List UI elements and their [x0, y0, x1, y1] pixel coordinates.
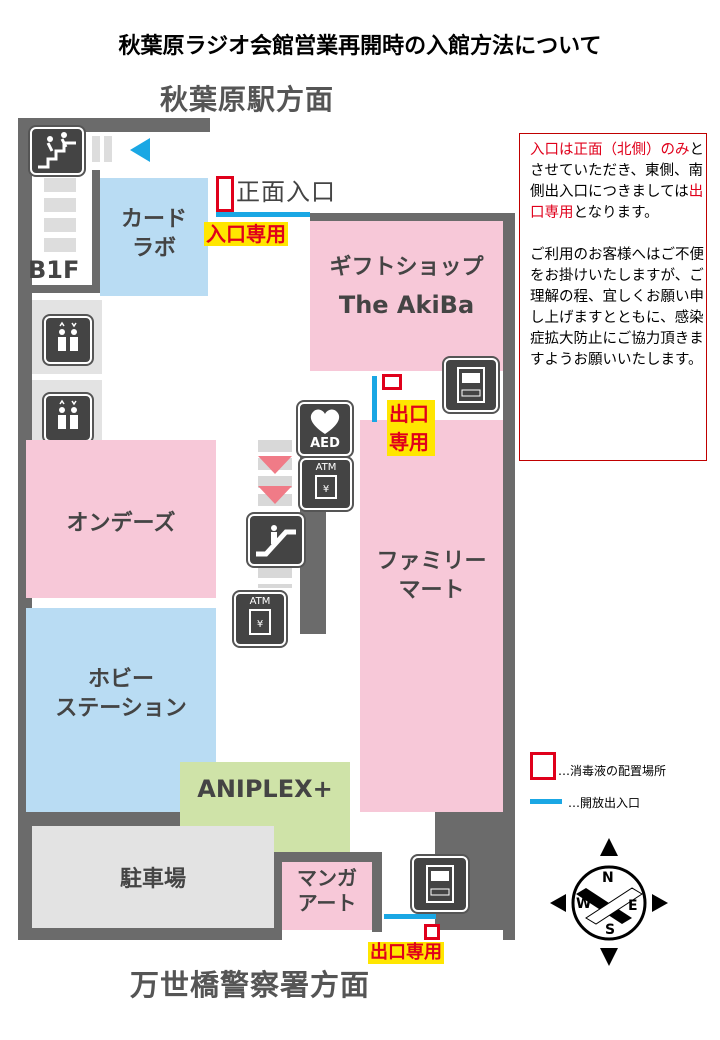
stair-wall [92, 170, 100, 292]
store-gift-shop [310, 221, 503, 371]
notice-box: 入口は正面（北側）のみとさせていただき、東側、南側出入口につきましては出口専用と… [519, 133, 707, 461]
triangle-down-icon [258, 456, 292, 474]
atm-label: ATM [315, 462, 337, 473]
svg-text:¥: ¥ [323, 484, 329, 495]
stairs-icon [30, 127, 84, 175]
atm-icon: ATM ¥ [234, 592, 286, 646]
compass-w: W [576, 896, 592, 912]
atm-label: ATM [249, 596, 271, 607]
atm-icon: ATM ¥ [300, 458, 352, 510]
open-door-east [372, 376, 377, 422]
open-door-north [216, 212, 310, 217]
notice-body-2: となります。 [573, 205, 659, 221]
vending-machine-icon [412, 856, 468, 912]
store-card-lab-label: カード ラボ [120, 207, 187, 261]
legend-disinfectant-swatch [530, 752, 556, 780]
aed-label: AED [310, 436, 340, 451]
floor-map: B1F カード ラボ ギフトショップ The AkiBa オンデーズ ファミリー… [18, 118, 515, 964]
entrance-label: 正面入口 [236, 178, 336, 206]
outer-wall-north-right [310, 213, 515, 221]
stair-wall-bottom [24, 285, 100, 293]
arrow-left-icon [130, 138, 150, 162]
exit-only-tag-east: 出口専用 [387, 400, 435, 456]
store-ondes [26, 440, 216, 598]
svg-text:¥: ¥ [257, 619, 263, 630]
escalator-icon [248, 514, 304, 566]
notice-body-1: とさせていただき、東側、南側出入口につきましては [530, 142, 704, 200]
store-gift-shop-label: ギフトショップ [329, 255, 484, 280]
store-manga-art [282, 862, 372, 930]
stairs [30, 168, 90, 284]
parking-label: 駐車場 [119, 867, 186, 892]
notice-paragraph-2: ご利用のお客様へはご不便をお掛けいたしますが、ご理解の程、宜しくお願い申し上げま… [530, 247, 704, 368]
store-manga-art-label: マンガ アート [297, 866, 357, 915]
store-aniplex-label: ANIPLEX+ [197, 775, 333, 803]
store-hobby-station-label: ホビー ステーション [55, 667, 187, 721]
outer-wall-east [503, 213, 515, 940]
notice-exit-only-text: 出口専用 [530, 184, 704, 221]
store-ondes-label: オンデーズ [66, 511, 176, 536]
parking-area [32, 826, 274, 928]
notice-entrance-text: 入口は正面（北側） [530, 142, 661, 158]
inner-wall-s [274, 812, 282, 940]
disinfectant-marker-east [382, 374, 402, 390]
outer-wall-south [18, 928, 276, 940]
aed-icon: AED [298, 402, 352, 456]
store-familymart-ext [362, 680, 442, 812]
legend-open-door-swatch [530, 799, 562, 804]
disinfectant-marker-entrance [216, 176, 234, 212]
triangle-down-icon [258, 486, 292, 504]
store-familymart-label: ファミリー マート [376, 549, 487, 603]
open-door-south [384, 914, 436, 919]
disinfectant-marker-south [424, 924, 440, 940]
compass-n: N [602, 870, 614, 886]
inner-wall-sm [282, 852, 382, 862]
entrance-only-tag: 入口専用 [204, 222, 288, 246]
floor-label: B1F [28, 256, 80, 284]
inner-wall-se [372, 852, 382, 932]
notice-only-text: のみ [660, 142, 690, 158]
compass-s: S [605, 922, 616, 938]
direction-south-label: 万世橋警察署方面 [130, 968, 371, 1002]
compass-e: E [628, 898, 638, 914]
exit-only-tag-south: 出口専用 [368, 942, 444, 964]
vending-machine-icon [444, 358, 498, 412]
direction-north-label: 秋葉原駅方面 [160, 83, 335, 116]
store-gift-shop-label-en: The AkiBa [338, 291, 475, 319]
compass: N E S W [550, 836, 668, 966]
elevator-icon [44, 394, 92, 442]
store-card-lab [100, 178, 208, 296]
elevator-icon [44, 316, 92, 364]
stair-direction [92, 136, 122, 162]
legend-open-door-label: …開放出入口 [568, 796, 641, 810]
page-title: 秋葉原ラジオ会館営業再開時の入館方法について [118, 34, 602, 59]
legend-disinfectant-label: …消毒液の配置場所 [558, 764, 667, 778]
